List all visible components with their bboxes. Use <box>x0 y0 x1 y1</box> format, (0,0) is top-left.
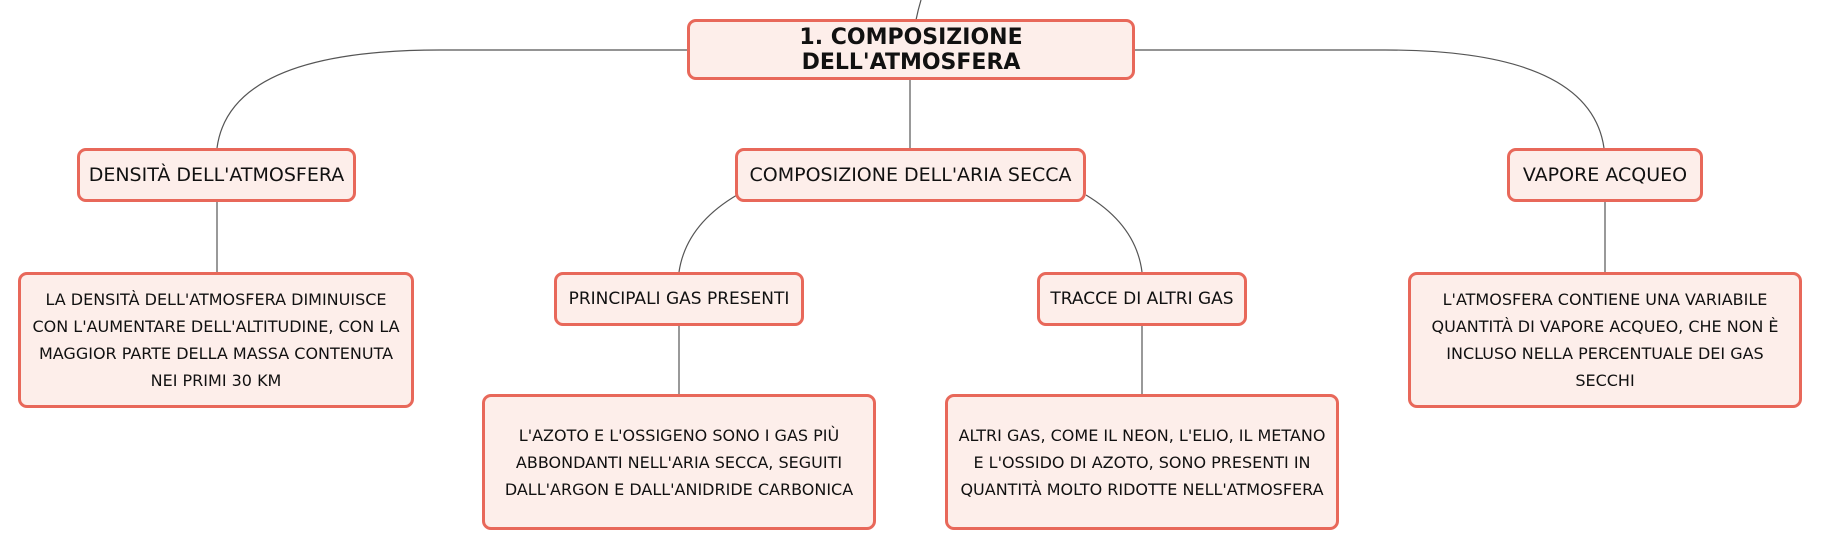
connector-dry-air-to-trace-gases <box>1085 194 1143 273</box>
connector-root-to-vapor <box>1134 49 1605 149</box>
connector-dry-air-to-main-gases <box>678 194 738 273</box>
topic-node-aria-secca[interactable]: COMPOSIZIONE DELL'ARIA SECCA <box>735 148 1086 202</box>
topic-node-vapore-acqueo[interactable]: VAPORE ACQUEO <box>1507 148 1703 202</box>
leaf-node-vapore-text-content: L'ATMOSFERA CONTIENE UNA VARIABILE QUANT… <box>1431 290 1779 390</box>
leaf-node-principali-gas-text[interactable]: L'AZOTO E L'OSSIGENO SONO I GAS PIÙ ABBO… <box>482 394 876 530</box>
subtopic-node-tracce-gas-label: TRACCE DI ALTRI GAS <box>1050 289 1234 309</box>
topic-node-densita-label: DENSITÀ DELL'ATMOSFERA <box>88 164 345 186</box>
connector-root-to-density <box>216 49 690 149</box>
topic-node-densita[interactable]: DENSITÀ DELL'ATMOSFERA <box>77 148 356 202</box>
leaf-node-tracce-gas-text-content: ALTRI GAS, COME IL NEON, L'ELIO, IL META… <box>958 425 1326 499</box>
subtopic-node-principali-gas[interactable]: PRINCIPALI GAS PRESENTI <box>554 272 804 326</box>
leaf-node-principali-gas-text-content: L'AZOTO E L'OSSIGENO SONO I GAS PIÙ ABBO… <box>504 425 854 499</box>
topic-node-vapore-acqueo-label: VAPORE ACQUEO <box>1522 164 1688 186</box>
root-node-label: 1. COMPOSIZIONE DELL'ATMOSFERA <box>799 24 1023 75</box>
connector-parent-to-root <box>915 0 922 21</box>
leaf-node-vapore-text[interactable]: L'ATMOSFERA CONTIENE UNA VARIABILE QUANT… <box>1408 272 1802 408</box>
root-node-composizione-atmosfera[interactable]: 1. COMPOSIZIONE DELL'ATMOSFERA <box>687 19 1135 80</box>
subtopic-node-principali-gas-label: PRINCIPALI GAS PRESENTI <box>568 289 790 309</box>
leaf-node-tracce-gas-text[interactable]: ALTRI GAS, COME IL NEON, L'ELIO, IL META… <box>945 394 1339 530</box>
leaf-node-densita-text[interactable]: LA DENSITÀ DELL'ATMOSFERA DIMINUISCE CON… <box>18 272 414 408</box>
subtopic-node-tracce-gas[interactable]: TRACCE DI ALTRI GAS <box>1037 272 1247 326</box>
topic-node-aria-secca-label: COMPOSIZIONE DELL'ARIA SECCA <box>749 164 1072 186</box>
leaf-node-densita-text-content: LA DENSITÀ DELL'ATMOSFERA DIMINUISCE CON… <box>32 290 400 390</box>
